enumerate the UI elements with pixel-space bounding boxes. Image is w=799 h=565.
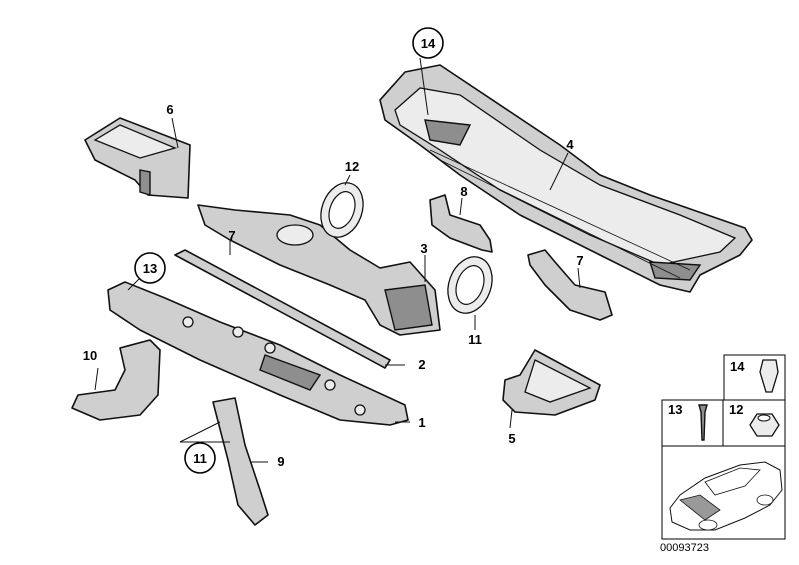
part-11-seal-lower — [447, 256, 493, 314]
part-7-bracket — [527, 249, 613, 321]
callout-11-upper: 12 — [345, 159, 359, 174]
callout-9: 9 — [277, 454, 284, 469]
part-8-bracket — [429, 194, 493, 253]
callout-3: 3 — [420, 241, 427, 256]
callout-6: 6 — [166, 102, 173, 117]
callout-4: 4 — [566, 137, 574, 152]
callout-8: 8 — [460, 184, 467, 199]
callout-1: 1 — [418, 415, 425, 430]
callout-13: 11 — [193, 451, 207, 466]
part-5-duct-box — [502, 349, 601, 416]
part-4-cowl-panel — [379, 64, 753, 293]
leader-lines — [94, 57, 581, 463]
callout-2: 2 — [418, 357, 425, 372]
callout-14: 14 — [421, 36, 436, 51]
nut-12-icon — [749, 413, 780, 437]
legend-label-14: 14 — [730, 359, 745, 374]
legend-label-13: 13 — [668, 402, 682, 417]
callout-7-right: 7 — [576, 253, 583, 268]
part-9-pipe — [212, 397, 269, 526]
callout-12: 13 — [143, 261, 157, 276]
part-10-duct — [71, 339, 161, 421]
callout-7-left: 7 — [228, 228, 235, 243]
part-2-seal-strip — [174, 249, 391, 369]
callout-5: 5 — [508, 431, 515, 446]
part-6-air-duct — [84, 117, 191, 199]
part-3-housing — [197, 204, 441, 336]
callouts: 14 4 6 12 8 3 7 7 13 11 10 2 1 5 11 9 — [83, 27, 584, 474]
diagram-id: 00093723 — [660, 542, 709, 554]
rivet-13-icon — [698, 404, 708, 441]
part-11-seal-upper — [320, 182, 364, 238]
callout-11-lower: 11 — [468, 332, 482, 347]
legend-label-12: 12 — [729, 402, 743, 417]
part-1-carrier — [107, 281, 409, 426]
callout-10: 10 — [83, 348, 97, 363]
car-outline-icon — [669, 461, 783, 531]
legend-grid: 14 13 12 — [661, 354, 786, 540]
clip-14-icon — [759, 359, 779, 393]
